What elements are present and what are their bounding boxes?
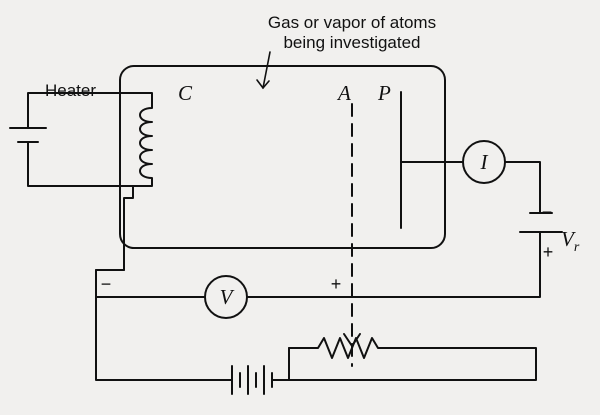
minus-sign-battery: − [542, 202, 553, 222]
cathode-label: C [178, 81, 193, 105]
retarding-return-wire [373, 231, 541, 298]
minus-sign-left: − [101, 274, 112, 294]
left-vertical-wire [95, 269, 233, 381]
potentiometer-resistor [271, 337, 537, 381]
gas-caption-line2: being investigated [283, 33, 420, 52]
cathode-lead [123, 185, 134, 271]
gas-pointer-arrowhead [256, 79, 270, 90]
meter-to-battery-wire [504, 161, 541, 214]
voltmeter-label: V [220, 285, 235, 309]
plate-label: P [377, 81, 391, 105]
retarding-voltage-label: Vr [561, 227, 580, 255]
plus-sign-battery: + [543, 242, 554, 262]
heater-label: Heater [45, 81, 96, 100]
tube-envelope [119, 65, 446, 249]
heater-wire-bottom [27, 141, 134, 187]
current-meter-label: I [480, 150, 489, 174]
heater-wire-top [27, 92, 134, 129]
heater-coil [132, 92, 153, 187]
plus-sign-center: + [331, 274, 342, 294]
gas-pointer-line [262, 51, 271, 89]
anode-label: A [336, 81, 351, 105]
potentiometer-wiper-arrow [343, 333, 361, 347]
gas-caption-line1: Gas or vapor of atoms [268, 13, 436, 32]
